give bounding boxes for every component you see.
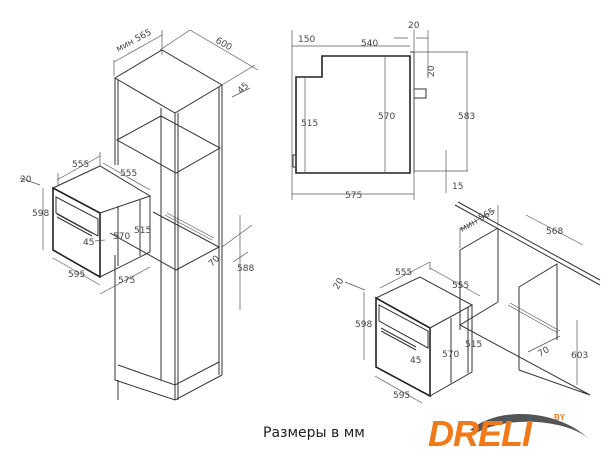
cabinet-dim-niche-height: 588 bbox=[237, 264, 254, 274]
oven-dim-side-height: 515 bbox=[134, 226, 151, 236]
corner-dim-niche-height: 603 bbox=[571, 351, 588, 361]
corner-oven-dim-front-thickness: 20 bbox=[332, 276, 347, 291]
dreli-logo: DRELI BY bbox=[428, 413, 588, 458]
side-dim-front-height: 583 bbox=[458, 112, 475, 122]
corner-oven: 555 555 20 598 570 515 45 595 bbox=[332, 261, 482, 404]
side-dim-top-offset: 20 bbox=[427, 65, 437, 77]
oven-dim-width: 595 bbox=[68, 270, 85, 280]
cabinet-dim-width: 600 bbox=[214, 36, 234, 53]
cabinet-dim-vent: 70 bbox=[207, 254, 222, 269]
corner-oven-dim-body-height: 570 bbox=[442, 350, 459, 360]
corner-oven-dim-side-height: 515 bbox=[465, 340, 482, 350]
side-dim-body-depth: 540 bbox=[361, 39, 378, 49]
corner-dim-width: 568 bbox=[546, 227, 563, 237]
side-dim-panel-depth: 150 bbox=[298, 35, 315, 45]
oven-dim-body-height: 570 bbox=[113, 232, 130, 242]
oven-dim-top-depth: 555 bbox=[120, 169, 137, 179]
corner-dim-vent: 70 bbox=[537, 345, 552, 360]
side-view: 20 150 540 20 515 570 583 15 575 bbox=[291, 21, 475, 201]
side-dim-total-depth: 575 bbox=[345, 191, 362, 201]
side-dim-bottom-offset: 15 bbox=[452, 182, 463, 192]
side-dim-front-thickness: 20 bbox=[408, 21, 420, 31]
corner-cabinet: мин 565 568 70 603 bbox=[454, 201, 601, 396]
left-oven: 555 555 20 598 570 515 45 595 575 bbox=[19, 152, 151, 295]
logo-by: BY bbox=[554, 413, 566, 422]
units-caption: Размеры в мм bbox=[263, 425, 365, 441]
corner-oven-dim-width: 595 bbox=[393, 391, 410, 401]
side-dim-rear-height: 515 bbox=[301, 119, 318, 129]
corner-oven-dim-top-depth: 555 bbox=[452, 281, 469, 291]
column-cabinet: мин 565 600 45 70 588 bbox=[109, 28, 259, 401]
oven-dim-handle: 45 bbox=[83, 238, 94, 248]
corner-oven-dim-height: 598 bbox=[355, 320, 372, 330]
logo-swoosh-icon bbox=[470, 413, 590, 440]
logo-text: DRELI bbox=[428, 413, 532, 454]
corner-oven-dim-top-width: 555 bbox=[395, 268, 412, 278]
side-dim-body-height: 570 bbox=[378, 112, 395, 122]
oven-dim-front-thickness: 20 bbox=[20, 175, 32, 185]
oven-dim-top-width: 555 bbox=[72, 160, 89, 170]
oven-dim-height: 598 bbox=[32, 209, 49, 219]
oven-dim-depth: 575 bbox=[118, 276, 135, 286]
corner-oven-dim-handle: 45 bbox=[410, 356, 421, 366]
